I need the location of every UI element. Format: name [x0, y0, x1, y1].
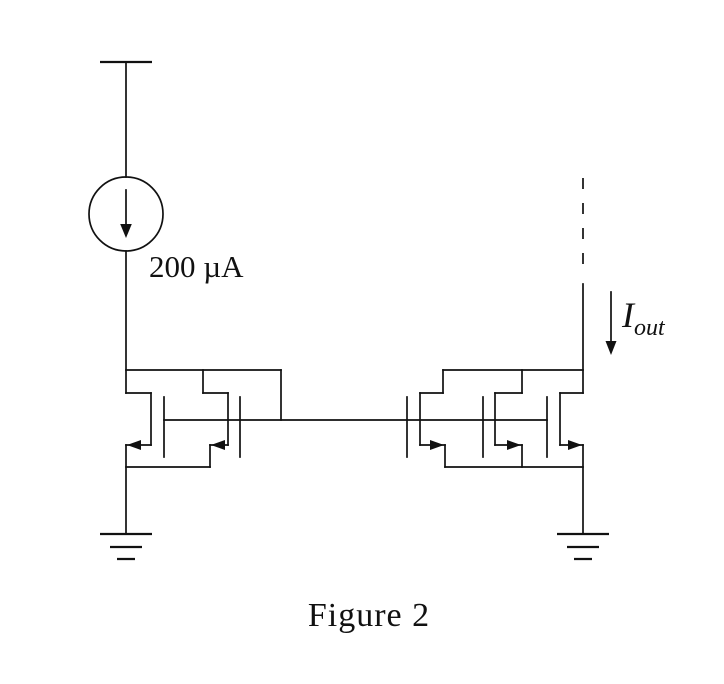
figure-caption: Figure 2 [308, 597, 430, 634]
transistor-m4 [482, 369, 523, 468]
current-source-arrowhead-icon [120, 224, 132, 238]
m1-source-arrowhead-icon [127, 440, 141, 450]
iout-arrowhead-icon [605, 341, 617, 355]
current-source: 200 µA [88, 176, 244, 284]
output-branch: Iout [582, 178, 666, 394]
iout-label-sub: out [634, 315, 666, 341]
m3-source-arrowhead-icon [430, 440, 444, 450]
transistor-m5 [546, 392, 584, 458]
left-mirror [125, 369, 548, 468]
transistor-m3 [406, 369, 446, 468]
ground-right-symbol [557, 444, 609, 561]
iout-label: Iout [621, 295, 666, 341]
right-mirror [406, 369, 584, 468]
ground-left-symbol [100, 444, 152, 561]
transistor-m1 [125, 392, 165, 458]
m4-source-arrowhead-icon [507, 440, 521, 450]
m5-source-arrowhead-icon [568, 440, 582, 450]
power-supply-symbol [100, 60, 152, 178]
iout-label-main: I [621, 295, 636, 335]
current-source-label: 200 µA [149, 249, 244, 284]
m2-source-arrowhead-icon [211, 440, 225, 450]
transistor-m2 [202, 369, 241, 468]
